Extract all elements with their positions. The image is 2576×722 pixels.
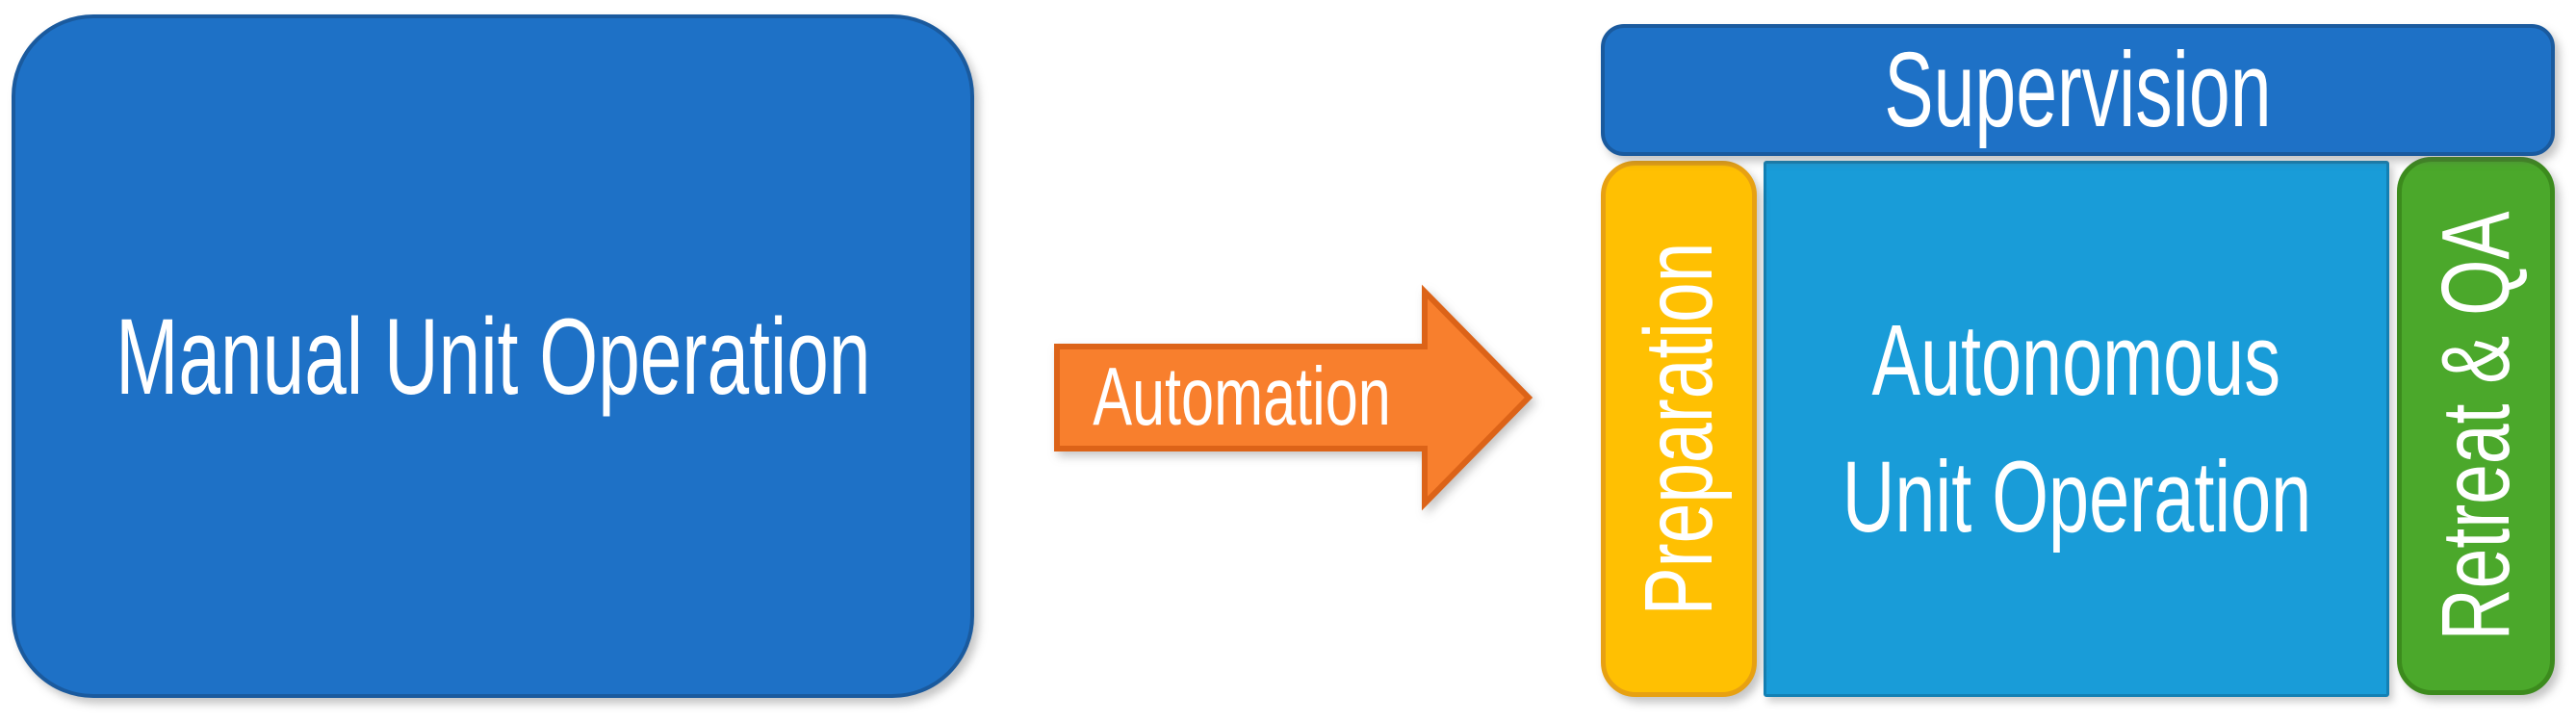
automation-arrow-label-box: Automation [1057, 347, 1427, 449]
supervision-bar: Supervision [1601, 24, 2555, 156]
autonomous-label-line1: Autonomous [1871, 303, 2281, 417]
manual-unit-operation-label: Manual Unit Operation [115, 296, 871, 417]
autonomous-unit-operation-box: Autonomous Unit Operation [1764, 161, 2389, 697]
automation-arrow-graphic [1054, 284, 1533, 511]
autonomous-label-line2: Unit Operation [1842, 440, 2311, 554]
automation-arrow-label: Automation [1093, 351, 1391, 443]
retreat-qa-bar: Retreat & QA [2397, 157, 2555, 695]
preparation-bar: Preparation [1601, 161, 1757, 697]
manual-unit-operation-box: Manual Unit Operation [12, 14, 974, 698]
retreat-qa-label: Retreat & QA [2421, 211, 2530, 641]
automation-arrow: Automation [1049, 284, 1540, 515]
preparation-label: Preparation [1624, 242, 1733, 616]
supervision-label: Supervision [1884, 31, 2272, 149]
right-arrow-shape [1054, 284, 1533, 511]
